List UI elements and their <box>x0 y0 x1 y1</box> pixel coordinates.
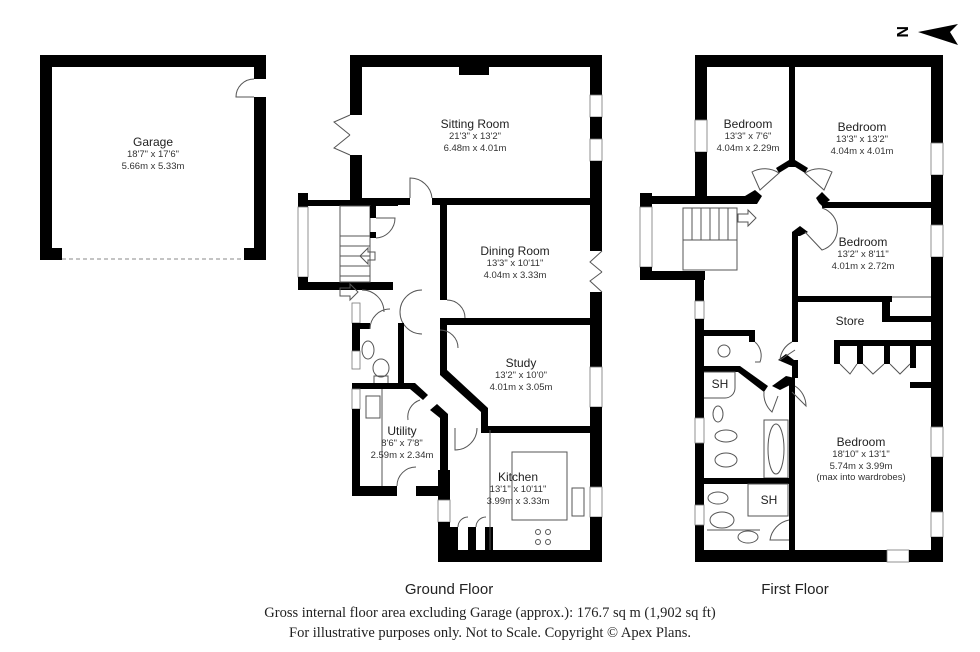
room-dim-metric: 3.99m x 3.33m <box>486 495 550 507</box>
room-dim-imperial: 13'3" x 10'11" <box>486 258 544 270</box>
room-name: Utility <box>387 424 417 438</box>
first-floor-walls <box>639 55 944 563</box>
room-dim-metric: 4.04m x 4.01m <box>830 145 894 157</box>
room-dim-imperial: 13'2" x 10'0" <box>494 370 548 382</box>
room-dim-imperial: 18'10" x 13'1" <box>832 449 890 461</box>
room-name: Garage <box>132 135 174 149</box>
ground-floor-walls <box>297 55 603 562</box>
room-dim-imperial: 21'3" x 13'2" <box>448 131 502 143</box>
room-label-bedroom-2: Bedroom 13'3" x 13'2" 4.04m x 4.01m <box>831 120 894 157</box>
room-name: Study <box>505 356 537 370</box>
room-label-utility: Utility 8'6" x 7'8" 2.59m x 2.34m <box>371 424 434 461</box>
room-label-bedroom-3: Bedroom 13'2" x 8'11" 4.01m x 2.72m <box>832 235 895 272</box>
room-dim-imperial: 13'2" x 8'11" <box>837 249 889 261</box>
room-name: Kitchen <box>497 470 539 484</box>
ground-floor-title: Ground Floor <box>404 581 494 598</box>
room-label-dining-room: Dining Room 13'3" x 10'11" 4.04m x 3.33m <box>480 244 549 281</box>
room-name: Sitting Room <box>440 117 510 131</box>
room-label-garage: Garage 18'7" x 17'6" 5.66m x 5.33m <box>122 135 185 172</box>
svg-text:N: N <box>893 26 910 38</box>
room-dim-metric: 2.59m x 2.34m <box>370 449 434 461</box>
room-dim-imperial: 18'7" x 17'6" <box>126 149 180 161</box>
shower-label-1: SH <box>711 377 729 391</box>
room-name: Store <box>835 314 865 328</box>
room-dim-metric: 5.74m x 3.99m <box>829 460 893 472</box>
copyright-note: For illustrative purposes only. Not to S… <box>289 625 691 641</box>
room-label-study: Study 13'2" x 10'0" 4.01m x 3.05m <box>490 356 553 393</box>
room-name: Dining Room <box>480 244 550 258</box>
room-name: Bedroom <box>836 435 886 449</box>
room-dim-metric: 4.01m x 2.72m <box>831 260 895 272</box>
room-dim-metric: 4.04m x 2.29m <box>716 142 780 154</box>
room-name: Bedroom <box>838 235 888 249</box>
room-dim-metric: 6.48m x 4.01m <box>443 142 507 154</box>
room-dim-metric: 4.01m x 3.05m <box>489 381 553 393</box>
room-dim-metric: 5.66m x 5.33m <box>121 160 185 172</box>
floor-area-note: Gross internal floor area excluding Gara… <box>264 605 716 621</box>
room-dim-note: (max into wardrobes) <box>816 472 906 484</box>
room-dim-imperial: 8'6" x 7'8" <box>381 438 423 450</box>
garage-walls <box>40 55 266 260</box>
room-name: Bedroom <box>837 120 887 134</box>
room-dim-imperial: 13'3" x 7'6" <box>724 131 772 143</box>
room-label-bedroom-1: Bedroom 13'3" x 7'6" 4.04m x 2.29m <box>717 117 780 154</box>
room-dim-imperial: 13'1" x 10'11" <box>489 484 547 496</box>
north-arrow-icon: N <box>893 24 958 45</box>
shower-label-2: SH <box>760 493 778 507</box>
room-dim-metric: 4.04m x 3.33m <box>483 269 547 281</box>
room-label-store: Store <box>836 314 865 328</box>
room-label-sitting-room: Sitting Room 21'3" x 13'2" 6.48m x 4.01m <box>441 117 510 154</box>
room-label-master-bedroom: Bedroom 18'10" x 13'1" 5.74m x 3.99m (ma… <box>816 435 905 484</box>
room-label-kitchen: Kitchen 13'1" x 10'11" 3.99m x 3.33m <box>487 470 550 507</box>
room-name: Bedroom <box>723 117 773 131</box>
first-floor-title: First Floor <box>761 581 829 598</box>
room-dim-imperial: 13'3" x 13'2" <box>835 134 889 146</box>
